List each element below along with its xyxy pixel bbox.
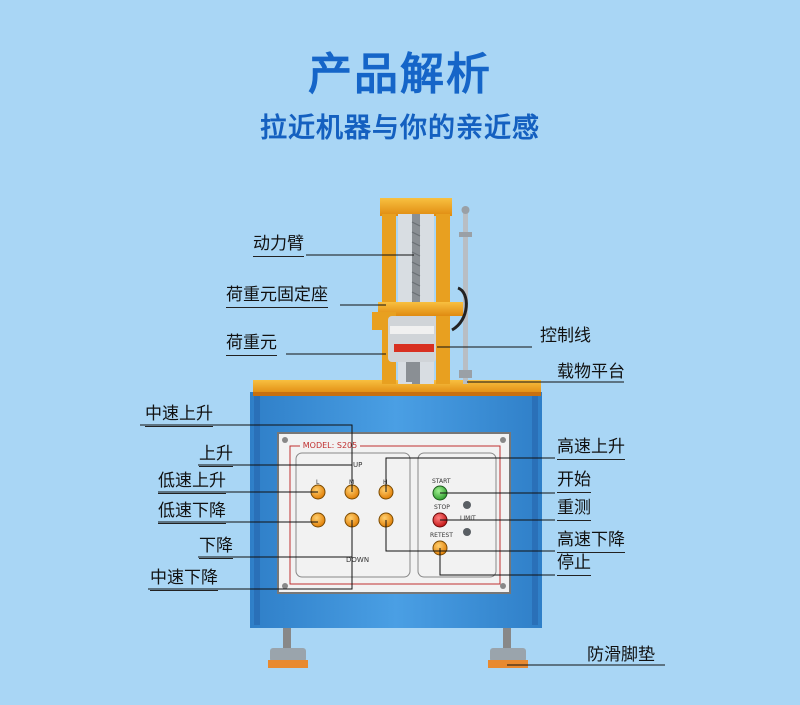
stop-label: STOP <box>434 504 450 511</box>
page-title: 产品解析 <box>308 49 492 100</box>
load-platform <box>253 380 541 394</box>
callout-control-cable: 控制线 <box>540 326 591 346</box>
anti-slip-feet <box>268 625 528 668</box>
callout-up: 上升 <box>199 444 233 467</box>
callout-low-speed-down: 低速下降 <box>158 501 226 524</box>
low-speed-down-button[interactable] <box>310 512 326 528</box>
callout-start: 开始 <box>557 470 591 493</box>
callout-mid-speed-down: 中速下降 <box>150 568 218 591</box>
callout-mid-speed-up: 中速上升 <box>145 404 213 427</box>
control-panel <box>277 432 511 594</box>
callout-stop: 停止 <box>557 553 591 576</box>
callout-load-cell: 荷重元 <box>226 333 277 356</box>
callout-power-arm: 动力臂 <box>253 234 304 257</box>
callout-high-speed-down: 高速下降 <box>557 530 625 553</box>
callout-high-speed-up: 高速上升 <box>557 437 625 460</box>
callout-low-speed-up: 低速上升 <box>158 471 226 494</box>
up-label: UP <box>353 461 362 469</box>
callout-anti-slip-pad: 防滑脚垫 <box>587 645 655 665</box>
callout-retest: 重测 <box>557 498 591 521</box>
callout-platform: 载物平台 <box>557 362 625 382</box>
callout-down: 下降 <box>199 536 233 559</box>
page-subtitle: 拉近机器与你的亲近感 <box>260 113 540 144</box>
limit-label: LIMIT <box>460 515 476 522</box>
indicator-lamp-bottom <box>463 528 471 536</box>
indicator-lamp-top <box>463 501 471 509</box>
down-label: DOWN <box>346 556 369 564</box>
control-cable <box>451 286 468 332</box>
model-label: MODEL: S205 <box>303 441 357 450</box>
callout-load-cell-mount: 荷重元固定座 <box>226 285 328 308</box>
start-label: START <box>432 478 451 485</box>
retest-label: RETEST <box>430 532 453 539</box>
leader-lines <box>140 254 665 666</box>
speed-label-low: L <box>316 479 320 486</box>
speed-label-high: H <box>383 479 388 486</box>
load-cell <box>388 316 436 382</box>
